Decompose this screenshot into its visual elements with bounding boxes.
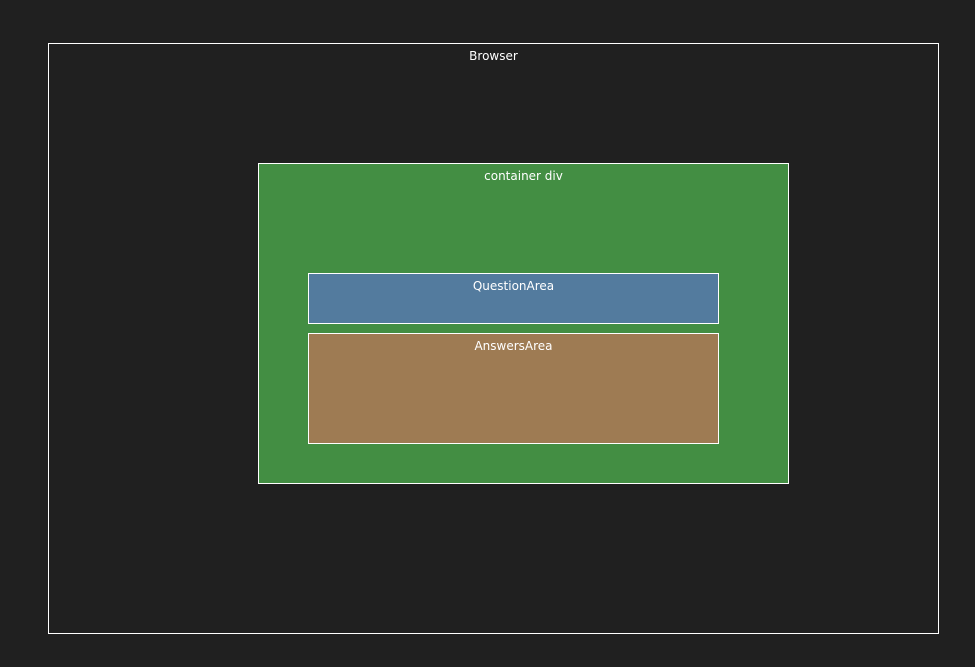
answers-area-box: AnswersArea [308,333,719,444]
answers-area-label: AnswersArea [474,339,553,353]
browser-box: Browser [48,43,939,634]
question-area-label: QuestionArea [472,279,555,293]
container-div-label: container div [484,169,563,183]
browser-label: Browser [469,49,518,63]
question-area-box: QuestionArea [308,273,719,324]
